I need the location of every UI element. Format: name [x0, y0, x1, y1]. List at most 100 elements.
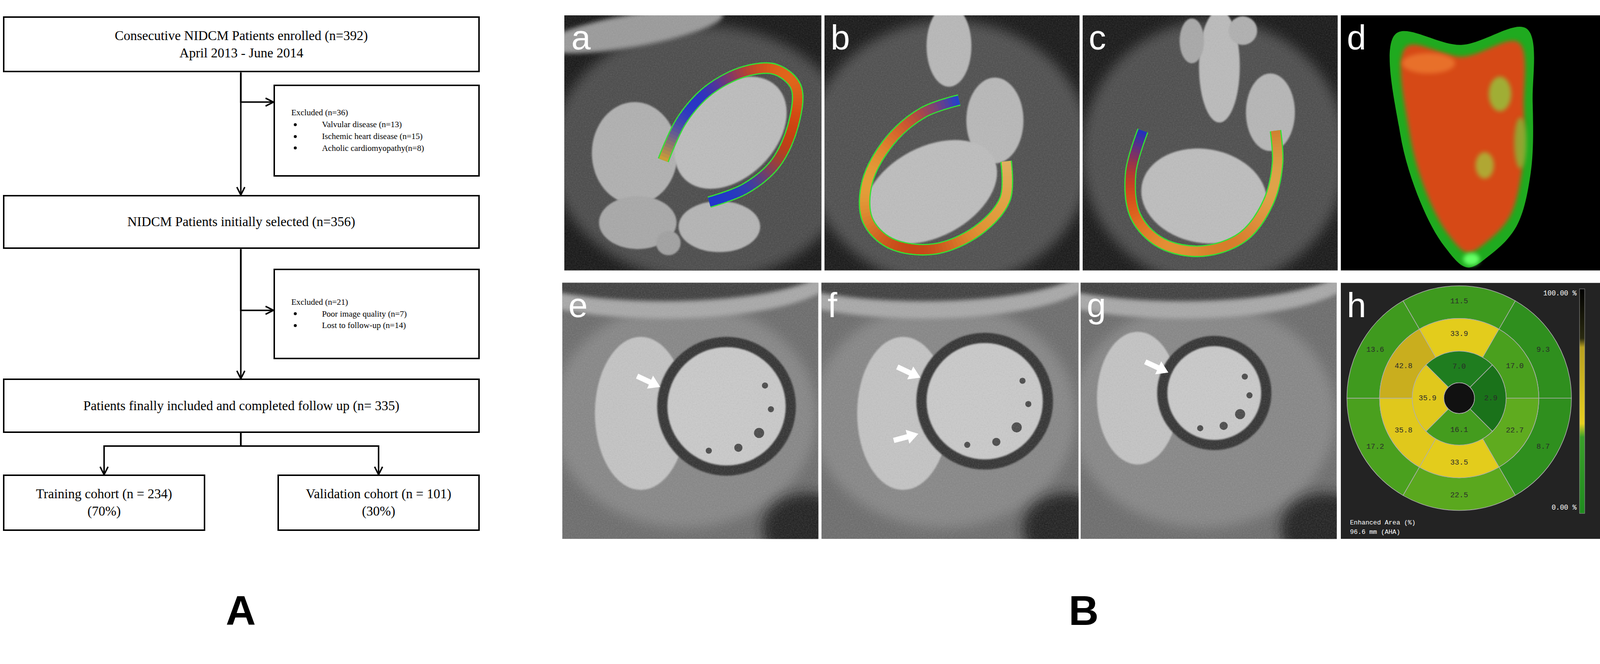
strain-segment	[1271, 130, 1281, 135]
segment-value: 22.5	[1450, 491, 1468, 499]
process-box: Training cohort (n = 234)(70%)	[2, 474, 206, 531]
color-bar	[1579, 288, 1585, 514]
process-box: Patients finally included and completed …	[2, 378, 480, 433]
image-noise	[1082, 15, 1338, 271]
ventricle-strain	[1400, 40, 1525, 253]
figure-art	[490, 0, 1600, 565]
image-panel	[564, 15, 822, 271]
bullet-item: Valvular disease (n=13)	[321, 118, 403, 131]
box-text: Excluded (n=36)	[291, 106, 349, 119]
panel-letter: g	[1086, 287, 1106, 323]
strain-patch	[1475, 151, 1494, 179]
flow-arrow	[240, 432, 379, 475]
segment-value: 22.7	[1506, 426, 1524, 434]
scale-label: 100.00 %	[1543, 289, 1577, 297]
image-panel	[1080, 282, 1337, 539]
panel-letter: h	[1346, 287, 1367, 323]
image-panel	[1340, 15, 1600, 271]
strain-patch	[1402, 52, 1456, 74]
image-noise	[564, 15, 822, 271]
segment-value: 33.5	[1450, 458, 1468, 466]
flow-arrow	[240, 72, 274, 102]
image-noise	[824, 15, 1080, 271]
bullet-item: Poor image quality (n=7)	[321, 308, 408, 320]
box-text: Patients finally included and completed …	[83, 397, 400, 415]
box-text: (30%)	[362, 502, 396, 520]
segment-value: 9.3	[1536, 345, 1551, 354]
plot-note: Enhanced Area (%)	[1350, 519, 1417, 526]
box-text: (70%)	[87, 502, 121, 520]
segment-value: 8.7	[1536, 442, 1551, 451]
image-panel	[1082, 15, 1338, 271]
strain-segment	[709, 201, 713, 203]
image-noise	[1080, 282, 1337, 539]
box-text: Consecutive NIDCM Patients enrolled (n=3…	[102, 27, 380, 62]
panel-letter: e	[568, 287, 588, 323]
process-box: NIDCM Patients initially selected (n=356…	[2, 194, 480, 249]
strain-segment	[1001, 161, 1011, 166]
exclusion-box: Excluded (n=21)Poor image quality (n=7)L…	[273, 268, 480, 360]
image-panel	[1340, 282, 1600, 539]
strain-outline	[1130, 130, 1278, 252]
panel-background	[821, 282, 1079, 539]
box-text: Validation cohort (n = 101)	[305, 485, 452, 503]
flow-arrow	[239, 72, 242, 195]
panel-background	[1080, 282, 1337, 539]
segment-value: 17.0	[1506, 362, 1524, 370]
strain-patch	[1488, 76, 1511, 112]
panel-background	[824, 15, 1080, 271]
figure-part-label: A	[226, 589, 257, 632]
pointer-arrow	[634, 369, 664, 394]
segment-value: 13.6	[1366, 345, 1385, 354]
segment-value: 35.9	[1418, 394, 1437, 402]
strain-outline	[864, 99, 1008, 250]
panel-letter: f	[827, 287, 837, 323]
bullet-item: Lost to follow-up (n=14)	[321, 319, 407, 332]
image-noise	[821, 282, 1079, 539]
panel-background	[1082, 15, 1338, 271]
box-text: NIDCM Patients initially selected (n=356…	[127, 213, 356, 231]
process-box: Consecutive NIDCM Patients enrolled (n=3…	[2, 16, 480, 73]
plot-note: 96.6 mm (AHA)	[1350, 528, 1401, 536]
panel-letter: d	[1346, 20, 1367, 55]
segment-value: 11.5	[1450, 297, 1468, 305]
segment-value: 42.8	[1394, 362, 1413, 370]
image-panel	[821, 282, 1079, 539]
segment-value: 33.9	[1450, 329, 1468, 338]
figure-part-label: B	[1068, 589, 1099, 632]
pointer-arrow	[894, 360, 924, 384]
strain-patch	[1514, 117, 1527, 169]
panel-letter: b	[830, 20, 850, 55]
strain-outline	[663, 67, 798, 202]
panel-background	[564, 15, 822, 271]
image-noise	[562, 282, 819, 539]
ventricle-surface	[1389, 26, 1535, 268]
panel-letter: c	[1088, 20, 1106, 55]
panel-background	[1340, 282, 1600, 539]
flow-arrow	[103, 432, 241, 475]
segment-value: 35.8	[1394, 426, 1413, 434]
box-text: Excluded (n=21)	[291, 296, 349, 309]
flow-arrow	[240, 248, 274, 311]
scale-label: 0.00 %	[1551, 503, 1577, 511]
bullseye-plot	[1346, 285, 1572, 511]
panel-background	[1340, 15, 1600, 271]
strain-patch	[1463, 253, 1480, 266]
bullet-item: Acholic cardiomyopathy(n=8)	[321, 142, 424, 155]
segment-value: 17.2	[1366, 442, 1385, 451]
pointer-arrow	[1142, 355, 1172, 379]
box-text: Training cohort (n = 234)	[36, 485, 173, 503]
process-box: Validation cohort (n = 101)(30%)	[277, 474, 480, 531]
image-panel	[824, 15, 1080, 271]
bullseye-segment	[1412, 365, 1449, 432]
flow-arrow	[239, 248, 242, 379]
segment-value: 16.1	[1450, 425, 1468, 434]
segment-value: 7.0	[1452, 362, 1466, 370]
panel-letter: a	[571, 20, 591, 55]
pointer-arrow	[891, 426, 920, 448]
apex-segment	[1443, 382, 1475, 414]
panel-background	[562, 282, 819, 539]
